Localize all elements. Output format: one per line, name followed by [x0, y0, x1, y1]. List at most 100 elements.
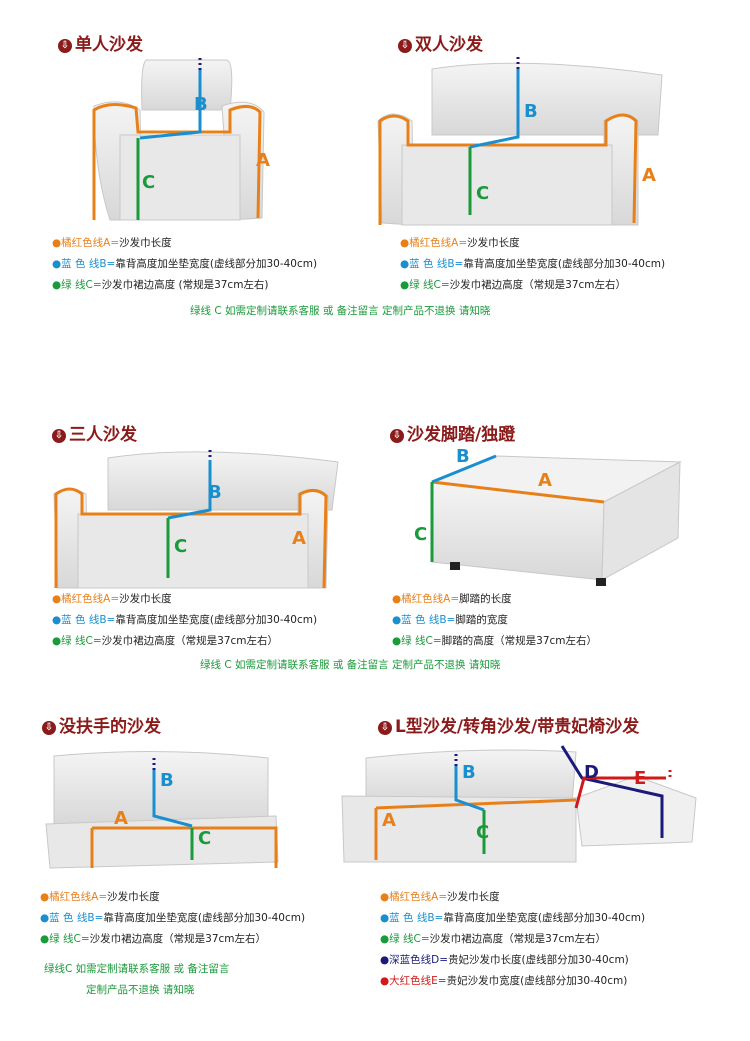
- letter-a: A: [538, 470, 552, 491]
- armless-sofa-title: ⇩没扶手的沙发: [42, 712, 161, 737]
- line-a: [92, 103, 262, 220]
- down-arrow-icon: ⇩: [42, 721, 56, 735]
- legend-line-c: ●绿 线C=沙发巾裙边高度（常规是37cm左右）: [380, 933, 607, 945]
- line-b: [431, 454, 497, 484]
- ottoman-legend: ●橘红色线A=脚踏的长度 ●蓝 色 线B=脚踏的宽度 ●绿 线C=脚踏的高度（常…: [392, 589, 597, 652]
- legend-line-a: ●橘红色线A=脚踏的长度: [392, 593, 512, 605]
- single-sofa-title-text: 单人沙发: [75, 35, 143, 55]
- double-sofa-legend: ●橘红色线A=沙发巾长度 ●蓝 色 线B=靠背高度加坐垫宽度(虚线部分加30-4…: [400, 233, 665, 296]
- sofa-back: [53, 750, 269, 825]
- line-a: [431, 480, 605, 504]
- armless-sofa-title-text: 没扶手的沙发: [59, 717, 161, 737]
- line-a: [92, 826, 278, 868]
- ottoman-title-text: 沙发脚踏/独蹬: [407, 425, 516, 445]
- single-sofa-title: ⇩单人沙发: [58, 30, 143, 55]
- letter-a: A: [256, 150, 270, 171]
- double-sofa-title: ⇩双人沙发: [398, 30, 483, 55]
- letter-b: B: [462, 762, 476, 783]
- armless-sofa-illustration: B C A: [45, 750, 279, 869]
- down-arrow-icon: ⇩: [390, 429, 404, 443]
- single-sofa-legend: ●橘红色线A=沙发巾长度 ●蓝 色 线B=靠背高度加坐垫宽度(虚线部分加30-4…: [52, 233, 317, 296]
- ottoman-title: ⇩沙发脚踏/独蹬: [390, 420, 515, 445]
- legend-line-b: ●蓝 色 线B=脚踏的宽度: [392, 614, 508, 626]
- letter-c: C: [174, 536, 187, 557]
- custom-note-2: 绿线 C 如需定制请联系客服 或 备注留言 定制产品不退换 请知晓: [200, 659, 501, 671]
- custom-note-3b: 定制产品不退换 请知晓: [86, 984, 195, 996]
- custom-note-1: 绿线 C 如需定制请联系客服 或 备注留言 定制产品不退换 请知晓: [190, 305, 491, 317]
- letter-b: B: [524, 101, 538, 122]
- legend-line-c: ●绿 线C=沙发巾裙边高度（常规是37cm左右）: [52, 635, 279, 647]
- legend-line-a: ●橘红色线A=沙发巾长度: [380, 891, 500, 903]
- ottoman-leg: [596, 578, 606, 586]
- down-arrow-icon: ⇩: [58, 39, 72, 53]
- sofa-seat: [401, 144, 613, 226]
- letter-a: A: [382, 810, 396, 831]
- line-b: [454, 766, 485, 812]
- lshape-sofa-title-text: L型沙发/转角沙发/带贵妃椅沙发: [395, 717, 640, 737]
- legend-line-c: ●绿 线C=沙发巾裙边高度 (常规是37cm左右): [52, 279, 269, 291]
- triple-sofa-title: ⇩三人沙发: [52, 420, 137, 445]
- single-sofa-illustration: B C A: [92, 58, 270, 221]
- line-e: [574, 776, 666, 809]
- letter-c: C: [476, 183, 489, 204]
- lshape-sofa-title: ⇩L型沙发/转角沙发/带贵妃椅沙发: [378, 712, 639, 737]
- letter-e: E: [634, 768, 646, 789]
- legend-line-b: ●蓝 色 线B=靠背高度加坐垫宽度(虚线部分加30-40cm): [52, 258, 318, 270]
- legend-line-b: ●蓝 色 线B=靠背高度加坐垫宽度(虚线部分加30-40cm): [380, 912, 646, 924]
- triple-sofa-illustration: B C A: [53, 450, 339, 589]
- triple-sofa-title-text: 三人沙发: [69, 425, 137, 445]
- legend-line-b: ●蓝 色 线B=靠背高度加坐垫宽度(虚线部分加30-40cm): [52, 614, 318, 626]
- letter-a: A: [642, 165, 656, 186]
- letter-b: B: [208, 482, 222, 503]
- letter-c: C: [142, 172, 155, 193]
- double-sofa-title-text: 双人沙发: [415, 35, 483, 55]
- letter-c: C: [476, 822, 489, 843]
- sofa-seat: [77, 513, 309, 589]
- letter-a: A: [292, 528, 306, 549]
- letter-b: B: [160, 770, 174, 791]
- ottoman-illustration: B C A: [414, 446, 682, 586]
- chaise-seat: [575, 775, 697, 847]
- legend-line-c: ●绿 线C=脚踏的高度（常规是37cm左右）: [392, 635, 598, 647]
- letter-c: C: [198, 828, 211, 849]
- legend-line-c: ●绿 线C=沙发巾裙边高度（常规是37cm左右）: [400, 279, 627, 291]
- line-b: [469, 69, 520, 149]
- sofa-back: [107, 451, 339, 511]
- sofa-main-seat: [341, 795, 577, 863]
- legend-line-c: ●绿 线C=沙发巾裙边高度（常规是37cm左右）: [40, 933, 267, 945]
- letter-c: C: [414, 524, 427, 545]
- line-b: [139, 70, 202, 140]
- triple-sofa-legend: ●橘红色线A=沙发巾长度 ●蓝 色 线B=靠背高度加坐垫宽度(虚线部分加30-4…: [52, 589, 317, 652]
- line-d: [560, 745, 664, 838]
- down-arrow-icon: ⇩: [398, 39, 412, 53]
- custom-note-3a: 绿线C 如需定制请联系客服 或 备注留言: [44, 963, 230, 975]
- legend-line-b: ●蓝 色 线B=靠背高度加坐垫宽度(虚线部分加30-40cm): [40, 912, 306, 924]
- sofa-back: [365, 749, 577, 805]
- armless-sofa-legend: ●橘红色线A=沙发巾长度 ●蓝 色 线B=靠背高度加坐垫宽度(虚线部分加30-4…: [40, 887, 305, 950]
- legend-line-a: ●橘红色线A=沙发巾长度: [400, 237, 520, 249]
- double-sofa-illustration: B C A: [377, 57, 663, 226]
- legend-line-a: ●橘红色线A=沙发巾长度: [52, 593, 172, 605]
- letter-d: D: [584, 762, 599, 783]
- letter-b: B: [456, 446, 470, 467]
- down-arrow-icon: ⇩: [52, 429, 66, 443]
- line-a: [375, 798, 577, 810]
- line-b: [152, 770, 193, 828]
- lshape-sofa-legend: ●橘红色线A=沙发巾长度 ●蓝 色 线B=靠背高度加坐垫宽度(虚线部分加30-4…: [380, 887, 645, 992]
- sofa-seat: [119, 134, 241, 221]
- letter-b: B: [194, 94, 208, 115]
- letter-a: A: [114, 808, 128, 829]
- down-arrow-icon: ⇩: [378, 721, 392, 735]
- lshape-sofa-illustration: B C A D E: [341, 745, 697, 863]
- ottoman-side: [601, 461, 681, 581]
- line-a: [378, 113, 638, 225]
- ottoman-leg: [450, 562, 460, 570]
- sofa-back: [141, 59, 233, 111]
- legend-line-a: ●橘红色线A=沙发巾长度: [52, 237, 172, 249]
- sofa-seat: [45, 815, 279, 869]
- legend-line-b: ●蓝 色 线B=靠背高度加坐垫宽度(虚线部分加30-40cm): [400, 258, 666, 270]
- legend-line-e: ●大红色线E=贵妃沙发巾宽度(虚线部分加30-40cm): [380, 975, 628, 987]
- sofa-back: [431, 62, 663, 136]
- legend-line-d: ●深蓝色线D=贵妃沙发巾长度(虚线部分加30-40cm): [380, 954, 629, 966]
- legend-line-a: ●橘红色线A=沙发巾长度: [40, 891, 160, 903]
